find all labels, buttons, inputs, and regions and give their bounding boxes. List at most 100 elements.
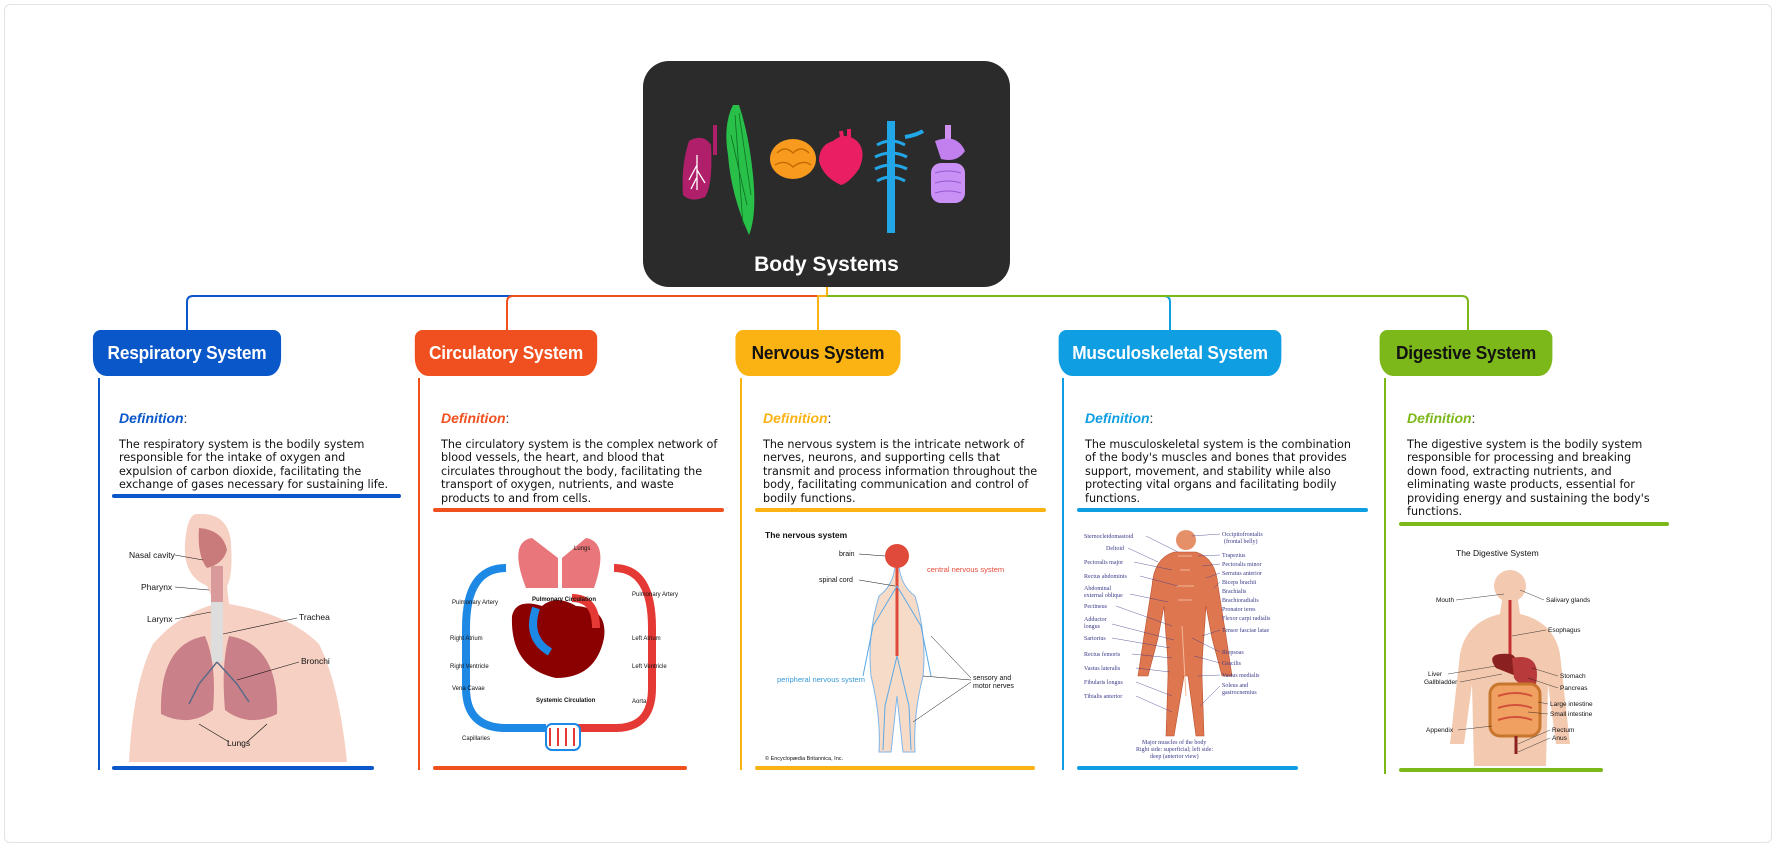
respiratory-system-node[interactable]: Respiratory System: [93, 330, 281, 376]
circulatory-definition-text: The circulatory system is the complex ne…: [441, 438, 721, 505]
svg-text:Mouth: Mouth: [1436, 597, 1454, 604]
svg-text:Capillaries: Capillaries: [462, 736, 490, 742]
svg-text:Flexor carpi radialis: Flexor carpi radialis: [1222, 616, 1271, 622]
svg-text:Right side: superficial; left: Right side: superficial; left side:: [1136, 746, 1213, 753]
svg-text:gastrocnemius: gastrocnemius: [1222, 690, 1257, 696]
svg-text:Lungs: Lungs: [227, 738, 250, 748]
svg-text:Tensor fasciae latae: Tensor fasciae latae: [1222, 627, 1270, 634]
svg-text:Sternocleidomastoid: Sternocleidomastoid: [1084, 534, 1133, 540]
svg-text:(frontal belly): (frontal belly): [1224, 538, 1258, 545]
svg-text:Stomach: Stomach: [1560, 673, 1586, 680]
digestive-system-node[interactable]: Digestive System: [1380, 330, 1553, 376]
svg-text:Nasal cavity: Nasal cavity: [129, 550, 176, 560]
svg-text:Aorta: Aorta: [632, 699, 647, 705]
svg-text:motor nerves: motor nerves: [973, 683, 1014, 690]
musculoskeletal-definition-label: Definition:: [1085, 410, 1153, 426]
svg-text:Right Atrium: Right Atrium: [450, 636, 483, 642]
muscle-icon: [726, 105, 754, 235]
heart-icon: [819, 129, 863, 185]
musculoskeletal-image-underline: [1077, 766, 1298, 770]
circulatory-image-underline: [433, 766, 687, 770]
lungs-icon: [683, 125, 717, 200]
svg-text:Liver: Liver: [1428, 671, 1443, 678]
nervous-system-node[interactable]: Nervous System: [735, 330, 900, 376]
skeleton-icon: [875, 121, 923, 233]
svg-text:Vena Cavae: Vena Cavae: [452, 686, 485, 692]
svg-text:Left Ventricle: Left Ventricle: [632, 664, 667, 670]
musculoskeletal-definition-text: The musculoskeletal system is the combin…: [1085, 438, 1365, 505]
svg-text:Pectoralis major: Pectoralis major: [1084, 560, 1123, 566]
circulatory-diagram: Lungs Pulmonary Circulation Pulmonary Ar…: [446, 528, 686, 762]
musculoskeletal-definition-underline: [1077, 508, 1368, 512]
svg-text:Pronator teres: Pronator teres: [1222, 607, 1256, 613]
digestive-tract-icon: [931, 125, 965, 203]
digestive-definition-underline: [1399, 522, 1669, 526]
nervous-definition-underline: [755, 508, 1046, 512]
svg-text:Major muscles of the body: Major muscles of the body: [1142, 739, 1206, 746]
svg-text:Large intestine: Large intestine: [1550, 701, 1593, 708]
connector-nervous: [818, 287, 827, 330]
circulatory-branch-line: [418, 378, 420, 770]
circulatory-system-title: Circulatory System: [429, 343, 583, 364]
svg-text:Vastus lateralis: Vastus lateralis: [1084, 666, 1121, 672]
svg-text:Iliopsoas: Iliopsoas: [1222, 650, 1244, 656]
svg-text:Abdominal: Abdominal: [1084, 586, 1111, 592]
svg-text:Fibularis longus: Fibularis longus: [1084, 680, 1124, 686]
respiratory-image-underline: [112, 766, 374, 770]
digestive-image-underline: [1399, 768, 1603, 772]
svg-text:Deltoid: Deltoid: [1106, 546, 1124, 552]
respiratory-branch-line: [98, 378, 100, 770]
svg-text:Left Atrium: Left Atrium: [632, 636, 661, 642]
connector-digestive: [827, 296, 1468, 330]
brain-icon: [770, 139, 816, 179]
respiratory-definition-text: The respiratory system is the bodily sys…: [119, 438, 399, 492]
connector-circulatory: [507, 296, 827, 330]
musculoskeletal-system-node[interactable]: Musculoskeletal System: [1059, 330, 1282, 376]
nervous-branch-line: [740, 378, 742, 770]
musculoskeletal-branch-line: [1062, 378, 1064, 770]
respiratory-definition-label: Definition:: [119, 410, 187, 426]
svg-text:Lungs: Lungs: [574, 546, 590, 552]
svg-text:Pectineus: Pectineus: [1084, 604, 1108, 610]
svg-text:Vastus medialis: Vastus medialis: [1222, 673, 1260, 679]
musculoskeletal-system-title: Musculoskeletal System: [1072, 343, 1268, 364]
nervous-definition-text: The nervous system is the intricate netw…: [763, 438, 1043, 505]
svg-text:Right Ventricle: Right Ventricle: [450, 664, 489, 670]
svg-text:Serratus anterior: Serratus anterior: [1222, 571, 1262, 577]
svg-text:Soleus and: Soleus and: [1222, 683, 1248, 689]
svg-text:Brachialis: Brachialis: [1222, 589, 1247, 595]
svg-text:Salivary glands: Salivary glands: [1546, 597, 1591, 604]
svg-text:Gracilis: Gracilis: [1222, 661, 1242, 667]
nervous-image-underline: [755, 766, 1035, 770]
svg-text:Trapezius: Trapezius: [1222, 553, 1246, 559]
digestive-definition-text: The digestive system is the bodily syste…: [1407, 438, 1657, 518]
svg-text:Pulmonary Artery: Pulmonary Artery: [452, 600, 498, 606]
svg-text:Appendix: Appendix: [1426, 727, 1454, 734]
svg-text:Small intestine: Small intestine: [1550, 711, 1593, 718]
circulatory-system-node[interactable]: Circulatory System: [415, 330, 597, 376]
svg-text:brain: brain: [839, 551, 855, 558]
svg-text:Biceps brachii: Biceps brachii: [1222, 580, 1257, 586]
svg-text:Adductor: Adductor: [1084, 617, 1107, 623]
digestive-definition-label: Definition:: [1407, 410, 1475, 426]
svg-text:Rectus abdominis: Rectus abdominis: [1084, 574, 1127, 580]
circulatory-definition-underline: [433, 508, 724, 512]
svg-text:Sartorius: Sartorius: [1084, 636, 1106, 642]
circulatory-definition-label: Definition:: [441, 410, 509, 426]
nervous-system-title: Nervous System: [752, 343, 885, 364]
svg-text:peripheral nervous system: peripheral nervous system: [777, 675, 865, 684]
digestive-image-title: The Digestive System: [1456, 548, 1539, 558]
body-systems-illustration: [673, 85, 980, 245]
root-node[interactable]: Body Systems: [643, 61, 1010, 287]
musculoskeletal-diagram: Sternocleidomastoid Deltoid Pectoralis m…: [1082, 526, 1292, 762]
respiratory-system-title: Respiratory System: [108, 343, 267, 364]
svg-text:Rectus femoris: Rectus femoris: [1084, 651, 1121, 658]
svg-text:central nervous system: central nervous system: [927, 565, 1004, 574]
svg-text:Rectum: Rectum: [1552, 727, 1574, 734]
svg-text:spinal cord: spinal cord: [819, 577, 853, 584]
nervous-diagram: The nervous system brain spinal cord cen…: [763, 526, 1041, 764]
svg-text:Tibialis anterior: Tibialis anterior: [1084, 694, 1122, 700]
svg-text:Trachea: Trachea: [299, 612, 330, 622]
svg-text:external oblique: external oblique: [1084, 593, 1123, 599]
svg-text:Occipitofrontalis: Occipitofrontalis: [1222, 531, 1263, 538]
